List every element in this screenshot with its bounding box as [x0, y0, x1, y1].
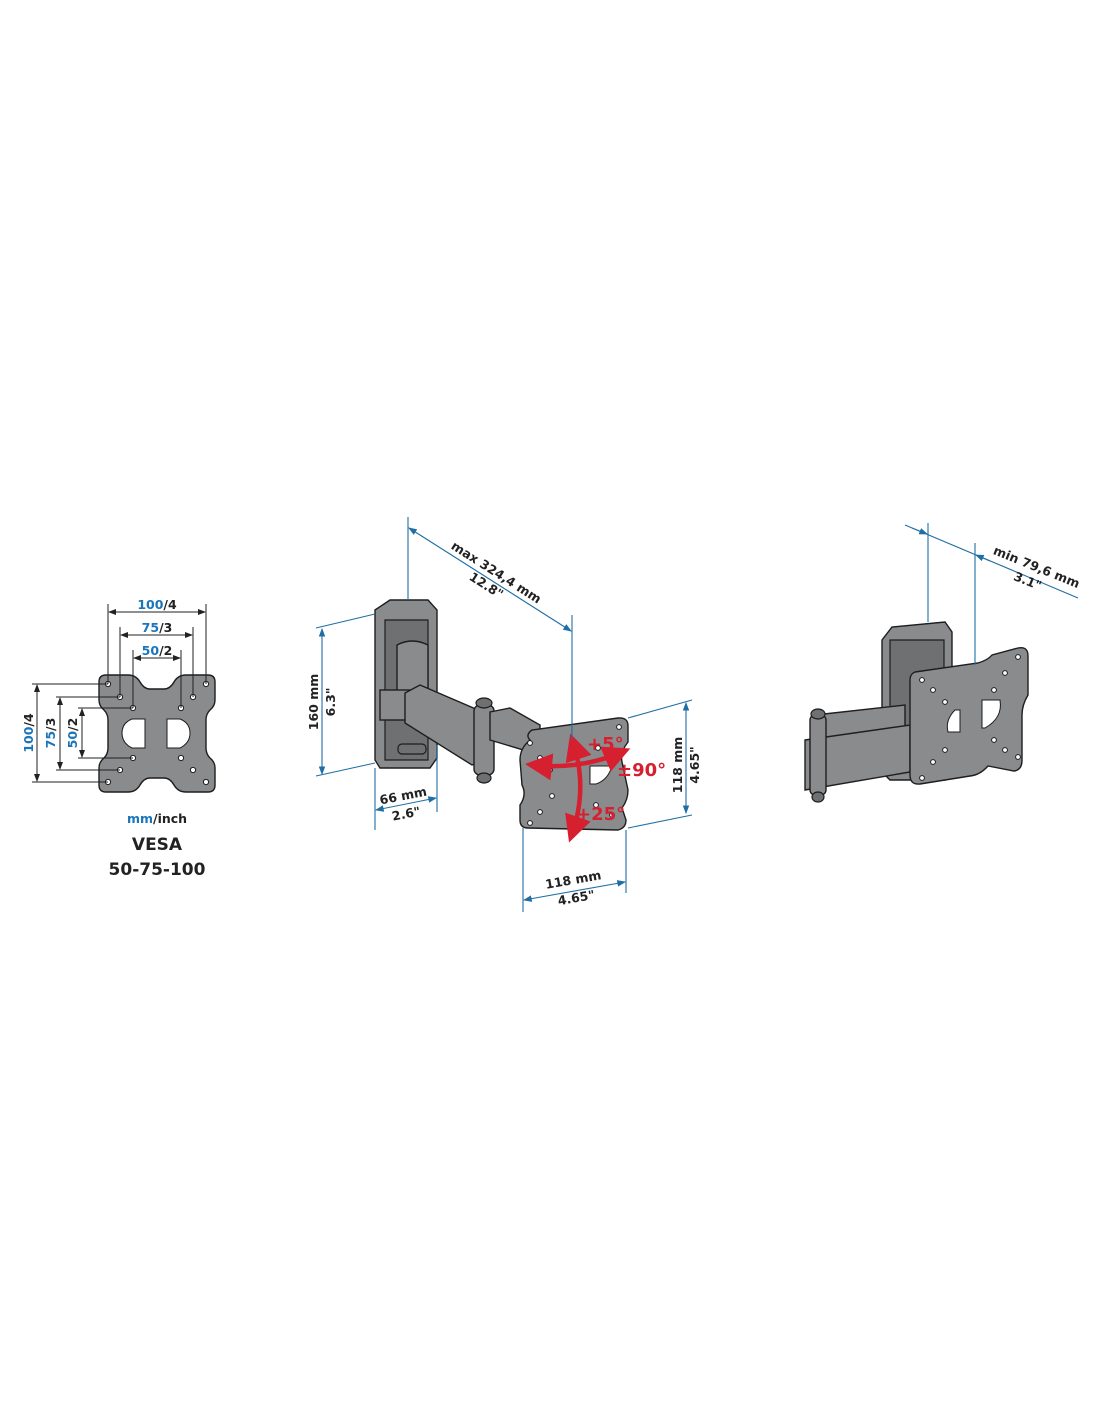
units-label: mm/inch: [127, 811, 187, 826]
vesa-v100: 100: [21, 726, 36, 752]
vesa-horizontal-dimensions: 100/4 75/3 50/2: [107, 597, 207, 708]
plate-width-mm: 118 mm: [544, 867, 602, 892]
plate-height-mm: 118 mm: [670, 737, 685, 794]
tilt-down-label: +25°: [576, 804, 625, 825]
vesa-plate: [98, 674, 216, 793]
plate-width-in: 4.65": [557, 887, 596, 908]
folded-pivot: [809, 714, 827, 796]
vesa-h50-unit: /2: [159, 643, 172, 658]
height-mm: 160 mm: [306, 674, 321, 731]
folded-pivot-cap-bottom: [811, 791, 825, 803]
vesa-v50: 50: [65, 731, 80, 749]
motion-arrows: +5° ±90° +25°: [525, 733, 666, 843]
folded-tv-plate: [909, 646, 1029, 785]
vesa-vertical-dimensions: 100/4 75/3 50/2: [21, 683, 133, 783]
vesa-cutout-left: [121, 718, 146, 749]
pivot-cap-bottom: [476, 772, 492, 784]
svg-text:50/2: 50/2: [142, 643, 173, 658]
units-inch: /inch: [153, 811, 187, 826]
vesa-h50: 50: [142, 643, 160, 658]
vesa-h100-unit: /4: [163, 597, 177, 612]
plate-height-in: 4.65": [687, 746, 702, 783]
vesa-h75-unit: /3: [159, 620, 172, 635]
brand-badge: [397, 743, 427, 755]
svg-text:100/4: 100/4: [137, 597, 177, 612]
rotate-label: ±90°: [617, 760, 666, 781]
width-in: 2.6": [391, 803, 422, 823]
svg-text:50/2: 50/2: [65, 718, 80, 749]
folded-pivot-cap: [810, 708, 826, 720]
vesa-v50-unit: /2: [65, 718, 80, 731]
height-in: 6.3": [323, 688, 338, 717]
svg-text:100/4: 100/4: [21, 713, 36, 753]
vesa-h100: 100: [137, 597, 163, 612]
width-mm: 66 mm: [378, 784, 428, 808]
svg-text:75/3: 75/3: [142, 620, 173, 635]
folded-mount-view: min 79,6 mm 3.1": [804, 523, 1082, 803]
folded-plate-cutout: [981, 699, 1001, 729]
vesa-sizes: 50-75-100: [109, 860, 206, 880]
tilt-up-label: +5°: [587, 734, 624, 755]
svg-text:75/3: 75/3: [43, 718, 58, 749]
vesa-cutout-right: [166, 718, 191, 749]
vesa-title: VESA: [132, 835, 183, 855]
units-mm: mm: [127, 811, 153, 826]
folded-plate-holes: [919, 654, 1021, 781]
folded-plate-cutout-left: [946, 709, 961, 733]
pivot-cap-top: [475, 697, 493, 709]
extended-mount-view: +5° ±90° +25° max 324,4 mm 12.8" 160 mm …: [306, 517, 702, 912]
vesa-v100-unit: /4: [21, 713, 36, 727]
vesa-v75: 75: [43, 731, 58, 748]
vesa-v75-unit: /3: [43, 718, 58, 731]
rotate-arrow: [525, 746, 631, 781]
vesa-pattern-diagram: 100/4 75/3 50/2 100/4 75/3 50/2 mm/inch …: [21, 597, 216, 880]
vesa-h75: 75: [142, 620, 159, 635]
